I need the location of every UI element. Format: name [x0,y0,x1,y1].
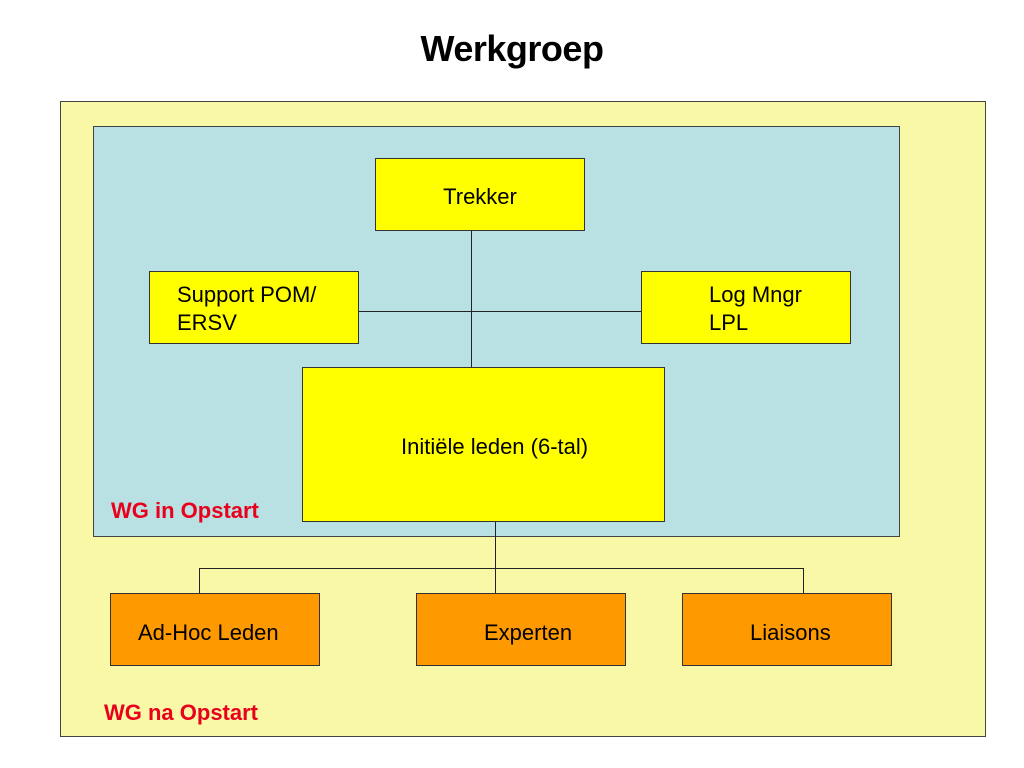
experten-box: Experten [416,593,626,666]
log-mngr-box: Log Mngr LPL [641,271,851,344]
wg-in-opstart-label: WG in Opstart [111,498,259,523]
logmngr-label-line1: Log Mngr [709,282,802,307]
adhoc-label: Ad-Hoc Leden [138,620,279,645]
support-pom-box: Support POM/ ERSV [149,271,359,344]
trekker-label: Trekker [443,184,517,209]
experten-label: Experten [484,620,573,645]
initiele-leden-box: Initiële leden (6-tal) [302,367,665,522]
connector-bottom-horizontal [199,568,804,569]
page-title: Werkgroep [420,28,604,69]
connector-adhoc-vertical [199,568,200,594]
logmngr-label-line2: LPL [709,310,749,335]
support-label-line2: ERSV [177,310,237,335]
connector-trekker-vertical [471,230,472,368]
support-label-line1: Support POM/ [177,282,317,307]
initiele-label: Initiële leden (6-tal) [401,434,589,459]
connector-initiele-vertical [495,521,496,594]
liaisons-label: Liaisons [750,620,831,645]
ad-hoc-leden-box: Ad-Hoc Leden [110,593,320,666]
liaisons-box: Liaisons [682,593,892,666]
connector-support-logmngr-horizontal [358,311,642,312]
trekker-box: Trekker [375,158,585,231]
wg-na-opstart-label: WG na Opstart [104,700,259,725]
connector-liaisons-vertical [803,568,804,594]
